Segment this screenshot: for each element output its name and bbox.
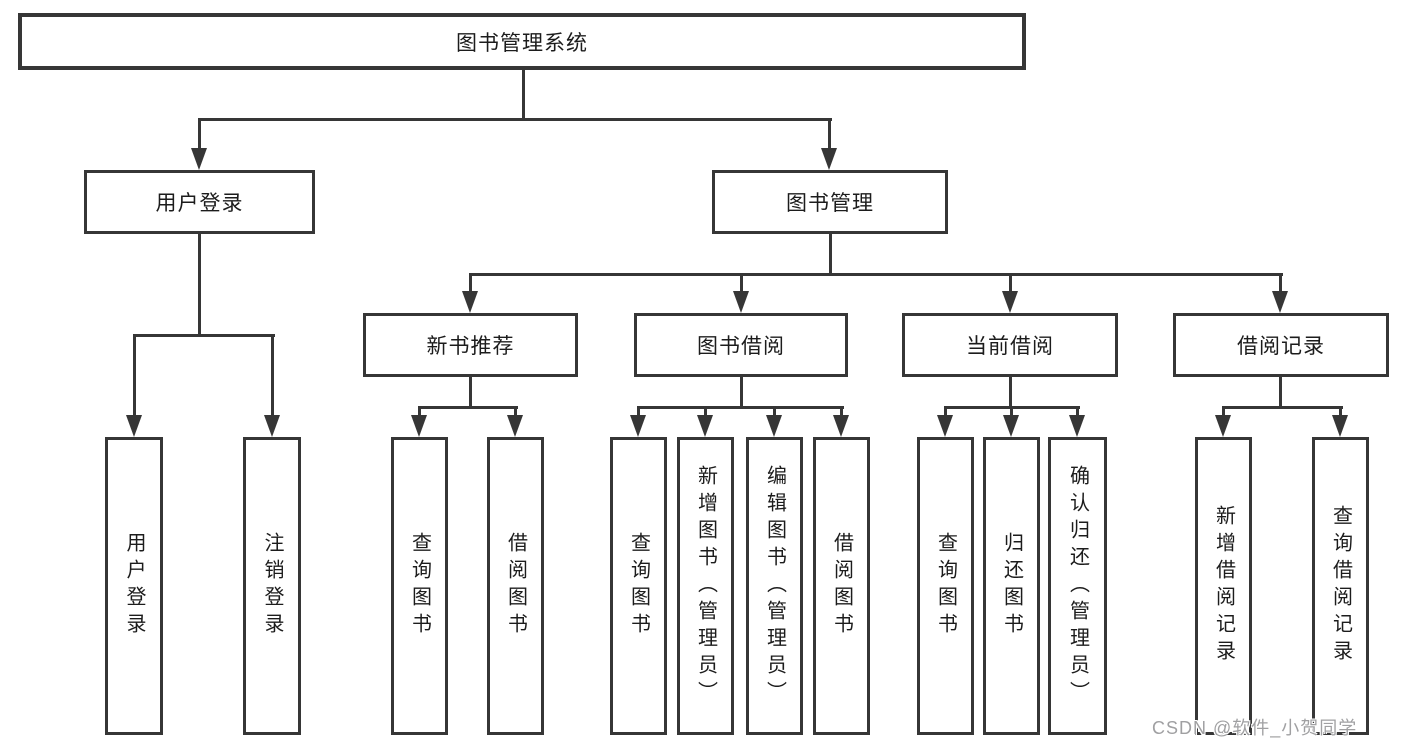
arrow-to-user-login	[191, 148, 207, 170]
connector-to-borrowing-records	[1279, 273, 1282, 295]
connector-root-stem	[522, 70, 525, 121]
connector-to-logout-leaf	[271, 334, 274, 417]
arrow-to-borrowing-records	[1272, 291, 1288, 313]
node-book-management: 图书管理	[712, 170, 948, 234]
arrow-to-new-book	[462, 291, 478, 313]
connector-to-nb-borrow	[514, 406, 517, 417]
node-bb-borrow-books: 借阅图书	[813, 437, 870, 735]
arrow-to-bb-query	[630, 415, 646, 437]
arrow-to-cb-confirm	[1069, 415, 1085, 437]
connector-book-borrowing-stem	[740, 377, 743, 409]
arrow-to-book-management	[821, 148, 837, 170]
connector-to-user-login	[198, 118, 201, 150]
node-nb-borrow-books: 借阅图书	[487, 437, 544, 735]
connector-to-bb-add	[704, 406, 707, 417]
connector-borrowing-records-split	[1222, 406, 1343, 409]
connector-to-br-add	[1222, 406, 1225, 417]
arrow-to-nb-query	[411, 415, 427, 437]
node-br-add-record: 新增借阅记录	[1195, 437, 1252, 735]
node-bb-edit-books-admin: 编辑图书（管理员）	[746, 437, 803, 735]
connector-new-book-stem	[469, 377, 472, 409]
connector-to-bb-query	[637, 406, 640, 417]
connector-to-cb-query	[944, 406, 947, 417]
connector-to-login-leaf	[133, 334, 136, 417]
node-new-book-recommend: 新书推荐	[363, 313, 578, 377]
node-nb-query-books: 查询图书	[391, 437, 448, 735]
connector-user-login-split	[133, 334, 275, 337]
node-borrowing-records: 借阅记录	[1173, 313, 1389, 377]
connector-to-current-borrowing	[1009, 273, 1012, 295]
connector-to-bb-edit	[773, 406, 776, 417]
connector-to-cb-return	[1010, 406, 1013, 417]
node-bb-query-books: 查询图书	[610, 437, 667, 735]
connector-new-book-split	[418, 406, 518, 409]
node-current-borrowing: 当前借阅	[902, 313, 1118, 377]
connector-to-book-management	[828, 118, 831, 150]
node-user-login-leaf: 用户登录	[105, 437, 163, 735]
node-cb-return-books: 归还图书	[983, 437, 1040, 735]
connector-to-book-borrowing	[740, 273, 743, 295]
arrow-to-cb-query	[937, 415, 953, 437]
node-br-query-record: 查询借阅记录	[1312, 437, 1369, 735]
node-logout-leaf: 注销登录	[243, 437, 301, 735]
connector-to-cb-confirm	[1076, 406, 1079, 417]
connector-book-management-stem	[829, 234, 832, 276]
connector-to-bb-borrow	[840, 406, 843, 417]
connector-current-borrowing-stem	[1009, 377, 1012, 409]
connector-borrowing-records-stem	[1279, 377, 1282, 409]
node-cb-query-books: 查询图书	[917, 437, 974, 735]
node-library-management-system: 图书管理系统	[18, 13, 1026, 70]
node-bb-add-books-admin: 新增图书（管理员）	[677, 437, 734, 735]
node-cb-confirm-return-admin: 确认归还（管理员）	[1048, 437, 1107, 735]
connector-to-new-book	[469, 273, 472, 295]
connector-root-split	[198, 118, 832, 121]
connector-to-nb-query	[418, 406, 421, 417]
arrow-to-br-add	[1215, 415, 1231, 437]
arrow-to-nb-borrow	[507, 415, 523, 437]
node-user-login: 用户登录	[84, 170, 315, 234]
connector-user-login-stem	[198, 234, 201, 337]
arrow-to-book-borrowing	[733, 291, 749, 313]
arrow-to-cb-return	[1003, 415, 1019, 437]
connector-book-management-split	[469, 273, 1283, 276]
arrow-to-current-borrowing	[1002, 291, 1018, 313]
arrow-to-bb-edit	[766, 415, 782, 437]
csdn-watermark: CSDN @软件_小贺同学	[1152, 718, 1358, 738]
connector-to-br-query	[1339, 406, 1342, 417]
connector-book-borrowing-split	[637, 406, 844, 409]
arrow-to-bb-add	[697, 415, 713, 437]
arrow-to-br-query	[1332, 415, 1348, 437]
arrow-to-login-leaf	[126, 415, 142, 437]
arrow-to-bb-borrow	[833, 415, 849, 437]
node-book-borrowing: 图书借阅	[634, 313, 848, 377]
arrow-to-logout-leaf	[264, 415, 280, 437]
